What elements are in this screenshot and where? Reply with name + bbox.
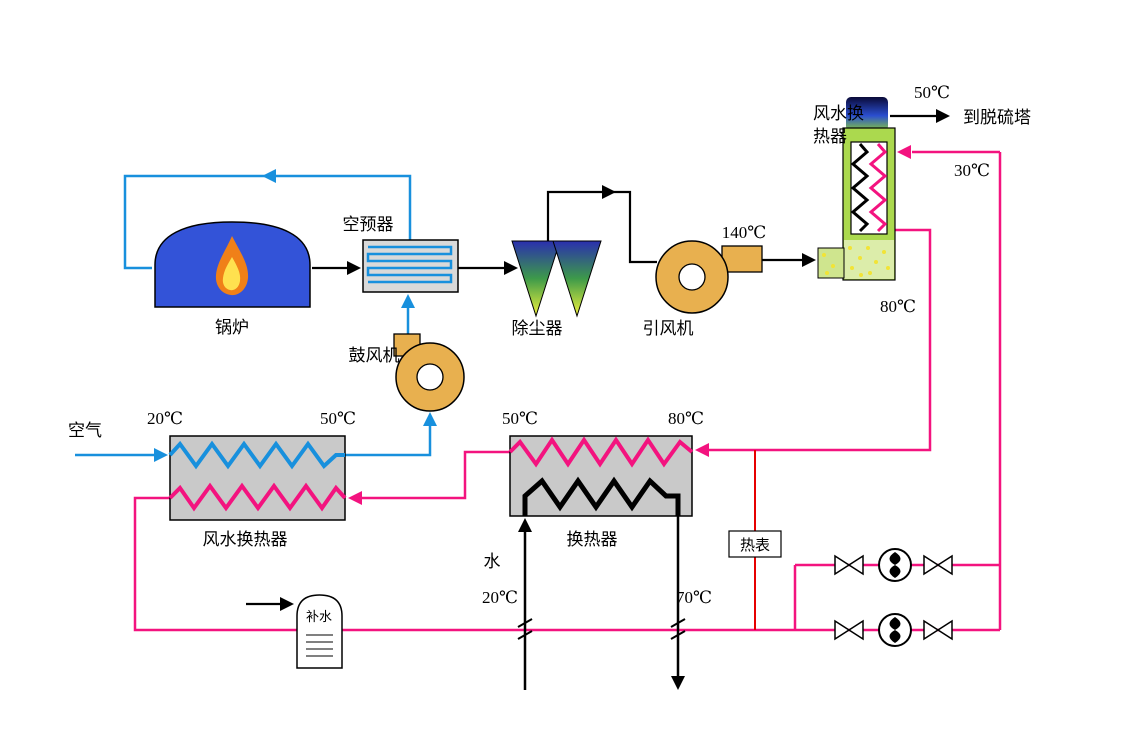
air-preheater-box — [362, 239, 459, 293]
labels: 空气 锅炉 空预器 鼓风机 除尘器 引风机 140℃ 风水换 热器 50℃ 到脱… — [68, 83, 1031, 607]
boiler — [154, 221, 311, 308]
arrow-flue-into-dust — [504, 261, 518, 275]
arrow-into-tower — [897, 145, 911, 159]
flue-water-tower — [817, 97, 896, 281]
makeup-tank-body — [296, 594, 343, 669]
arrow-water-out — [671, 676, 685, 690]
pump-blades-icon — [889, 552, 901, 578]
dust-collector — [511, 240, 602, 318]
blower-label: 鼓风机 — [349, 346, 400, 365]
tower-speckles — [822, 246, 890, 277]
arrow-air-into-preheater — [401, 294, 415, 308]
pump-blades-icon — [889, 617, 901, 643]
dust-to-fan-line — [546, 190, 657, 264]
tower-name-line2: 热器 — [813, 127, 847, 146]
induced-fan-label: 引风机 — [643, 319, 694, 338]
return-line — [133, 496, 1000, 632]
flue-piping — [246, 114, 936, 606]
arrow-air-to-boiler — [262, 169, 276, 183]
hot-water-out-temp-label: 70℃ — [676, 588, 712, 607]
heat-exchanger-hot-coil — [508, 436, 694, 468]
dust-collector-label: 除尘器 — [512, 319, 563, 338]
tower-plume — [846, 97, 888, 131]
tower-water-out-temp-label: 80℃ — [880, 297, 916, 316]
valve-icon — [847, 554, 864, 576]
air-water-hx-label: 风水换热器 — [203, 530, 288, 549]
arrow-air-into-blower — [423, 412, 437, 426]
heat-meter-label: 热表 — [740, 537, 770, 554]
air-preheater-label: 空预器 — [343, 215, 394, 234]
arrow-into-hx — [695, 443, 709, 457]
air-piping — [75, 174, 432, 457]
air-out-temp-label: 50℃ — [320, 409, 356, 428]
water-piping — [523, 516, 680, 690]
air-in-temp-label: 20℃ — [147, 409, 183, 428]
hx-to-awhx-line — [362, 450, 510, 500]
valve-icon — [923, 619, 940, 641]
awhx-to-blower-line — [345, 426, 432, 457]
arrow-air-into-awhx — [154, 448, 168, 462]
tower-flue-coil — [850, 143, 870, 233]
dust-funnel-2 — [552, 240, 602, 318]
air-water-hx-water-coil — [168, 482, 347, 512]
air-preheater — [362, 239, 459, 293]
heat-meter: 热表 — [728, 530, 782, 558]
air-preheater-coil — [366, 245, 453, 284]
induced-fan-outlet-duct — [721, 245, 763, 273]
valve-icon — [936, 619, 953, 641]
blower-hub — [416, 363, 444, 391]
arrow-flue-into-tower — [802, 253, 816, 267]
valve-icon — [936, 554, 953, 576]
stack-out-temp-label: 50℃ — [914, 83, 950, 102]
cold-water-in-temp-label: 20℃ — [482, 588, 518, 607]
tower-water-coil — [868, 143, 888, 233]
flame-inner-icon — [222, 257, 241, 291]
valve-icon — [834, 619, 851, 641]
pump-icon — [878, 548, 912, 582]
induced-fan-hub — [678, 263, 706, 291]
air-water-hx — [168, 435, 347, 521]
line-break-marks — [517, 618, 686, 640]
induced-fan — [655, 240, 763, 314]
flue-temp-after-fan-label: 140℃ — [722, 223, 767, 242]
dust-funnel-1 — [511, 240, 561, 318]
arrow-to-desulf — [936, 109, 950, 123]
hx-water-out-temp-label: 50℃ — [502, 409, 538, 428]
makeup-tank-level-lines — [306, 634, 333, 657]
heat-meter-box — [728, 530, 782, 558]
heat-exchanger-label: 换热器 — [567, 530, 618, 549]
valve-icon — [834, 554, 851, 576]
hx-water-in-temp-label: 80℃ — [668, 409, 704, 428]
tower-water-in-temp-label: 30℃ — [954, 161, 990, 180]
valve-icon — [923, 554, 940, 576]
arrow-flue-to-fan — [602, 185, 616, 199]
tower-flue-inlet — [817, 247, 845, 279]
pump-icon — [878, 613, 912, 647]
heat-exchanger — [508, 435, 694, 517]
blower-fan — [393, 333, 465, 412]
makeup-water-tank: 补水 — [296, 594, 343, 669]
air-water-hx-air-coil — [168, 440, 345, 470]
makeup-tank-label: 补水 — [306, 609, 332, 624]
preheater-to-boiler-loop — [123, 174, 412, 270]
arrow-water-into-hx — [518, 518, 532, 532]
water-label: 水 — [484, 552, 501, 571]
arrow-into-makeup — [280, 597, 294, 611]
to-desulfurization-label: 到脱硫塔 — [963, 108, 1031, 127]
valve-icon — [847, 619, 864, 641]
air-label: 空气 — [68, 421, 102, 440]
tower-supply-line — [709, 228, 932, 452]
arrow-flue-into-preheater — [347, 261, 361, 275]
arrow-into-awhx — [348, 491, 362, 505]
tower-name-line1: 风水换 — [813, 104, 864, 123]
heat-exchanger-water-coil — [522, 476, 681, 516]
pump-branches — [834, 548, 953, 647]
boiler-label: 锅炉 — [215, 318, 249, 337]
